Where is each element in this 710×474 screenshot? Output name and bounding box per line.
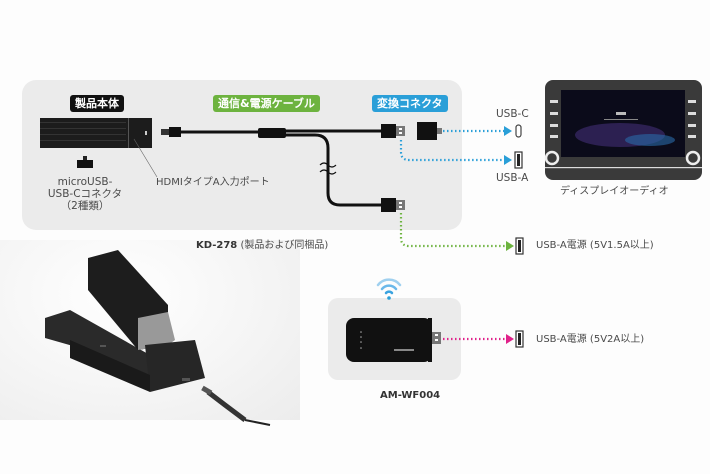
product-body-badge: 製品本体	[70, 95, 124, 112]
usb-a-arrowhead	[504, 155, 512, 165]
kd278-model-note: (製品および同梱品)	[240, 240, 329, 251]
usb-c-port-icon	[515, 124, 522, 138]
cable-assembly	[161, 127, 382, 207]
hdmi-port-label: HDMIタイプA入力ポート	[156, 177, 270, 188]
product-photo-kd278	[45, 250, 271, 426]
power-arrowhead-1	[506, 241, 514, 251]
usb-c-converter	[417, 122, 442, 140]
usb-c-arrowhead	[504, 126, 512, 136]
kd278-model-label: KD-278 (製品および同梱品)	[196, 240, 328, 252]
usb-a-power-label-2: USB-A電源 (5V2A以上)	[536, 334, 645, 345]
kd278-model-name: KD-278	[196, 240, 238, 251]
micro-usb-label-line3: （2種類）	[60, 200, 110, 212]
display-audio-label: ディスプレイオーディオ	[560, 186, 669, 197]
cable-badge: 通信&電源ケーブル	[213, 95, 320, 112]
display-audio-device	[544, 80, 702, 180]
wifi-model-label: AM-WF004	[380, 390, 441, 401]
cable-break-mark	[319, 162, 337, 175]
usb-a-power-label-1: USB-A電源 (5V1.5A以上)	[536, 240, 654, 251]
micro-usb-label-line2: USB-Cコネクタ	[47, 188, 123, 200]
micro-usb-connector-label: microUSB- USB-Cコネクタ （2種類）	[40, 176, 130, 212]
usb-a-plug-upper	[381, 124, 405, 138]
wifi-dongle-device	[346, 318, 441, 362]
converter-badge: 変換コネクタ	[372, 95, 448, 112]
micro-usb-connector	[77, 156, 93, 168]
usb-c-label: USB-C	[496, 108, 529, 120]
usb-a-label: USB-A	[496, 172, 529, 184]
usb-a-plug-lower	[381, 198, 405, 212]
power-arrow-line-1	[399, 213, 506, 248]
hdmi-pointer-line	[133, 138, 158, 178]
usb-a-arrow-line	[399, 140, 504, 162]
product-body-device	[40, 118, 152, 148]
wifi-icon	[376, 278, 402, 300]
micro-usb-label-line1: microUSB-	[57, 176, 113, 188]
power-arrowhead-2	[506, 334, 514, 344]
